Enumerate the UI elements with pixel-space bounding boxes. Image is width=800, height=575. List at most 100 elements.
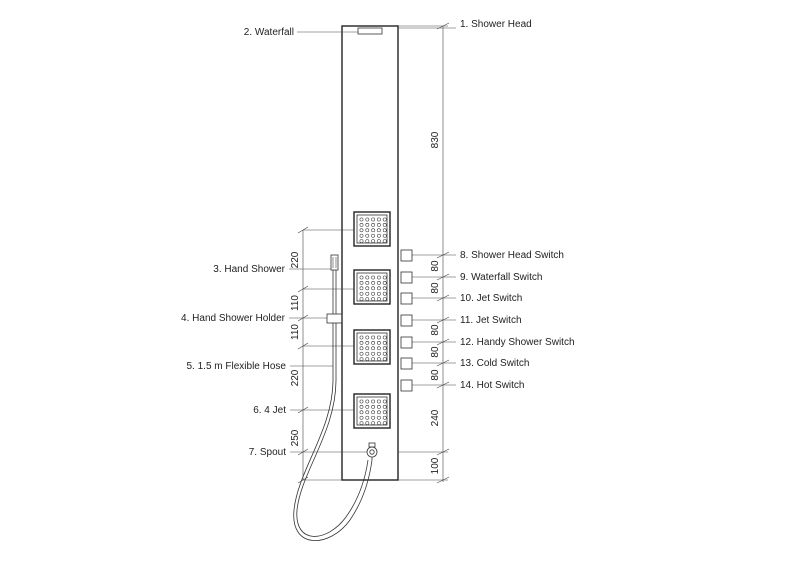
jet-nozzle-dot [371, 239, 375, 243]
dim-240: 240 [430, 409, 441, 426]
jet-nozzle-dot [359, 335, 364, 340]
jet-nozzle-dot [359, 346, 364, 351]
switch-cold [400, 357, 413, 370]
dim-220-lower: 220 [290, 369, 301, 386]
leaders-right [398, 27, 456, 386]
leaders-left [289, 31, 367, 453]
jet-nozzle-dot [382, 351, 387, 356]
jet-3-inner [356, 332, 388, 362]
jet-nozzle-dot [371, 341, 375, 345]
jet-nozzle-dot [365, 341, 370, 345]
jet-nozzle-dot [371, 223, 375, 227]
jet-nozzle-dot [382, 233, 387, 238]
jet-nozzle-dot [371, 421, 375, 425]
jet-nozzle-dot [371, 399, 375, 404]
dim-right-tick-5 [436, 338, 450, 346]
jet-nozzle-dot [382, 275, 387, 280]
jet-3 [353, 329, 391, 365]
label-shower-head-switch: 8. Shower Head Switch [460, 250, 564, 261]
jet-nozzle-dot [365, 410, 370, 415]
label-shower-head: 1. Shower Head [460, 19, 532, 30]
jet-nozzle-dot [359, 228, 364, 233]
jet-nozzle-dot [365, 335, 370, 340]
jet-nozzle-dot [371, 335, 375, 340]
jet-4-frame [353, 393, 391, 429]
dim-left-tick-5 [297, 406, 309, 414]
jet-2-inner [356, 272, 388, 302]
jet-nozzle-dot [382, 217, 387, 222]
jet-nozzle-dot [371, 233, 375, 238]
jet-nozzle-dot [377, 357, 381, 361]
dim-left-tick-3 [297, 314, 309, 322]
jet-nozzle-dot [359, 217, 364, 222]
dimension-chain-left [297, 226, 354, 484]
dim-80-3: 80 [430, 324, 441, 336]
dimension-chain-right [398, 22, 450, 484]
flexible-hose [293, 323, 373, 541]
panel-outline [341, 25, 399, 481]
jet-nozzle-dot [382, 239, 387, 243]
jet-nozzle-dot [382, 223, 387, 227]
jet-nozzle-dot [365, 297, 370, 301]
dim-250: 250 [290, 429, 301, 446]
label-spout: 7. Spout [249, 447, 286, 458]
jet-nozzle-dot [382, 357, 387, 361]
jet-nozzle-dot [382, 341, 387, 345]
dim-left-tick-1 [297, 226, 309, 234]
switch-jet-1 [400, 292, 413, 305]
dim-right-tick-2 [436, 273, 450, 281]
jet-nozzle-dot [377, 281, 381, 285]
jet-nozzle-dot [371, 297, 375, 301]
jet-nozzle-dot [377, 286, 381, 291]
jet-4-nozzles [359, 399, 387, 425]
jet-nozzle-dot [371, 217, 375, 222]
jet-nozzle-dot [377, 233, 381, 238]
jet-nozzle-dot [365, 275, 370, 280]
label-handy-shower-switch: 12. Handy Shower Switch [460, 337, 575, 348]
jet-nozzle-dot [377, 351, 381, 356]
jet-3-frame [353, 329, 391, 365]
jet-nozzle-dot [359, 286, 364, 291]
jet-nozzle-dot [359, 341, 364, 345]
dim-830: 830 [430, 131, 441, 148]
label-hand-shower-holder: 4. Hand Shower Holder [181, 313, 286, 324]
jet-nozzle-dot [365, 357, 370, 361]
jet-nozzle-dot [359, 405, 364, 409]
dim-80-1: 80 [430, 260, 441, 272]
dim-right-tick-7 [436, 381, 450, 389]
hand-shower-holder [326, 313, 343, 324]
jet-nozzle-dot [359, 297, 364, 301]
hose-inner [296, 323, 369, 537]
switch-waterfall [400, 271, 413, 284]
jet-nozzle-dot [377, 297, 381, 301]
jet-nozzle-dot [365, 399, 370, 404]
dim-left-tick-6 [297, 448, 309, 456]
jet-nozzle-dot [359, 223, 364, 227]
label-jet-switch-10: 10. Jet Switch [460, 293, 522, 304]
dim-80-4: 80 [430, 346, 441, 358]
jet-2 [353, 269, 391, 305]
jet-nozzle-dot [359, 281, 364, 285]
jet-nozzle-dot [377, 291, 381, 296]
jet-nozzle-dot [377, 275, 381, 280]
jet-nozzle-dot [377, 341, 381, 345]
jet-nozzle-dot [382, 335, 387, 340]
jet-nozzle-dot [365, 239, 370, 243]
jet-nozzle-dot [365, 346, 370, 351]
dim-80-2: 80 [430, 282, 441, 294]
dim-left-tick-bottom [297, 476, 309, 484]
jet-nozzle-dot [365, 415, 370, 420]
jet-1-nozzles [359, 217, 387, 243]
spout-core [369, 449, 375, 455]
jet-nozzle-dot [365, 281, 370, 285]
dim-right-tick-3 [436, 294, 450, 302]
panel-body [341, 25, 399, 481]
jet-nozzle-dot [371, 415, 375, 420]
waterfall-slot [357, 27, 383, 35]
label-hot-switch: 14. Hot Switch [460, 380, 524, 391]
jet-nozzle-dot [377, 410, 381, 415]
jet-nozzle-dot [359, 421, 364, 425]
jet-nozzle-dot [359, 291, 364, 296]
spout-cap [368, 442, 376, 448]
